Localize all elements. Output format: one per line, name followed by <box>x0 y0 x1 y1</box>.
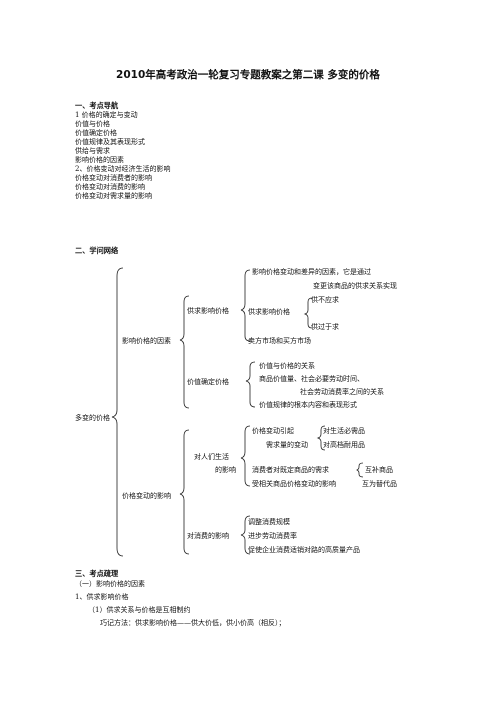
b2a2-brace <box>356 462 364 478</box>
map-leaf: 对生活必需品 <box>323 427 365 435</box>
list-item: 2、价格变动对经济生活的影响 <box>75 165 171 173</box>
map-leaf: 价值规律的根本内容和表现形式 <box>259 401 357 409</box>
section3-line: 巧记方法：供求影响价格——供大价低，供小价高（相反）； <box>100 619 286 627</box>
map-node-b1b: 价值确定价格 <box>187 378 229 386</box>
map-root: 多变的价格 <box>75 414 110 422</box>
list-item: 价值确定价格 <box>75 129 117 137</box>
list-item: 影响价格的因素 <box>75 156 124 164</box>
b2b-brace <box>240 515 251 555</box>
map-leaf: 消费者对既定商品的需求 <box>252 466 329 474</box>
section3-line: （一）影响价格的因素 <box>75 580 145 588</box>
section3-line: 1、供求影响价格 <box>75 593 129 601</box>
map-leaf: 供不应求 <box>311 296 339 304</box>
map-leaf: 调整消费规模 <box>248 518 290 526</box>
list-item: 价值规律及其表现形式 <box>75 138 145 146</box>
map-leaf: 对高档耐用品 <box>323 441 365 449</box>
map-leaf: 商品价值量、社会必要劳动时间、 <box>259 375 364 383</box>
map-node-b1a: 供求影响价格 <box>187 307 229 315</box>
map-node-b2: 价格变动的影响 <box>122 492 171 500</box>
b1a2-brace <box>303 297 313 329</box>
b2a1-brace <box>316 425 326 451</box>
map-leaf: 价值与价格的关系 <box>259 362 315 370</box>
list-item: 价格变动对消费的影响 <box>75 183 145 191</box>
map-leaf: 社会劳动消费率之间的关系 <box>300 388 384 396</box>
map-node-b1: 影响价格的因素 <box>122 337 171 345</box>
map-leaf: 受相关商品价格变动的影响 <box>252 480 336 488</box>
b1a-brace <box>240 269 251 342</box>
map-leaf: 进步劳动消费率 <box>248 532 297 540</box>
section1-list: 1 价格的确定与变动 价值与价格 价值确定价格 价值规律及其表现形式 供给与需求… <box>75 111 170 201</box>
b1-brace <box>179 295 190 409</box>
section1-heading: 一、考点导航 <box>75 101 119 110</box>
map-node-b2b: 对消费的影响 <box>187 532 229 540</box>
b1b-brace <box>245 361 256 408</box>
map-leaf: 互补商品 <box>365 466 393 474</box>
map-leaf: 价格变动引起 <box>252 427 294 435</box>
map-node-b2a-cont: 的影响 <box>215 466 236 474</box>
root-brace <box>111 267 124 557</box>
map-leaf: 卖方市场和买方市场 <box>248 337 311 345</box>
map-node-b1a2: 供求影响价格 <box>248 308 290 316</box>
b2-brace <box>179 429 190 555</box>
section3-line: （1）供求关系与价格是互相制约 <box>88 606 191 614</box>
document-title: 2010年高考政治一轮复习专题教案之第二课 多变的价格 <box>116 69 380 81</box>
list-item: 供给与需求 <box>75 147 110 155</box>
b2a-brace <box>240 425 251 487</box>
map-leaf: 需求量的变动 <box>266 441 308 449</box>
map-leaf: 供过于求 <box>311 323 339 331</box>
list-item: 价格变动对消费者的影响 <box>75 174 152 182</box>
map-leaf: 影响价格变动和差异的因素，它是通过 <box>252 268 371 276</box>
section2-heading: 二、学问网络 <box>75 246 119 255</box>
map-leaf: 变更该商品的供求关系实现 <box>313 282 397 290</box>
list-item: 价格变动对需求量的影响 <box>75 192 152 200</box>
section3-heading: 三、考点疏理 <box>75 569 119 578</box>
map-leaf: 促使企业消费适销对路的高质量产品 <box>248 546 360 554</box>
list-item: 1 价格的确定与变动 <box>75 111 138 119</box>
map-node-b2a: 对人们生活 <box>194 453 229 461</box>
map-leaf: 互为替代品 <box>362 480 397 488</box>
list-item: 价值与价格 <box>75 120 110 128</box>
